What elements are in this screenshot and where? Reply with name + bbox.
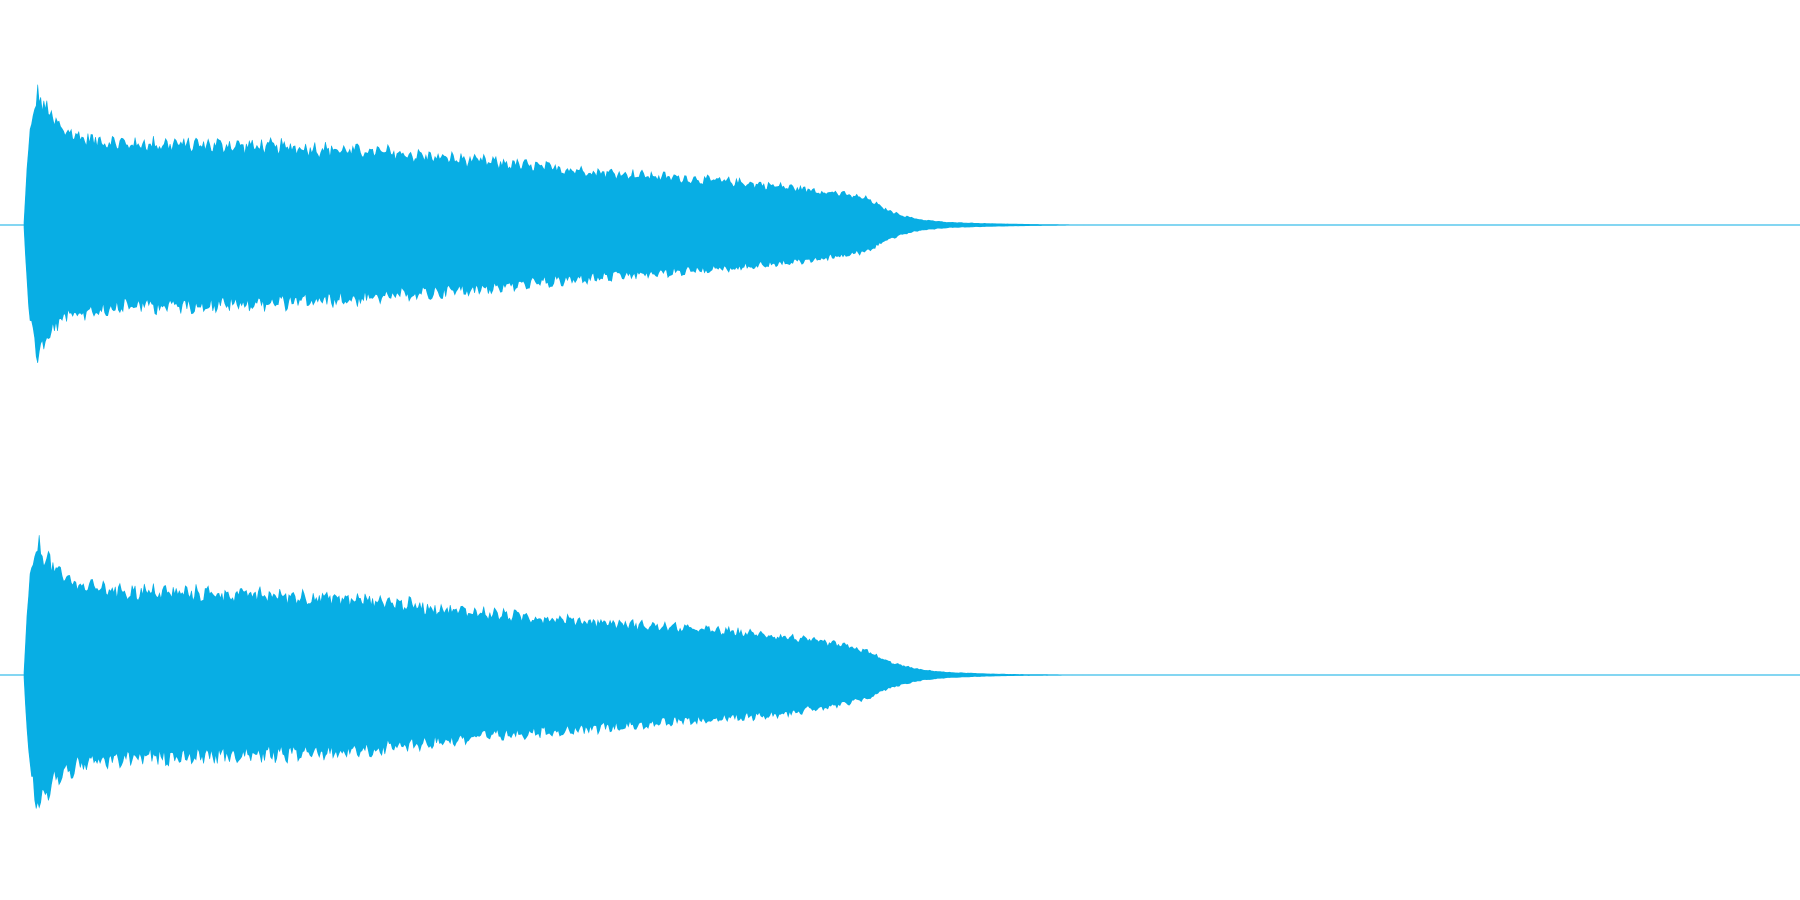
channels-layer <box>0 84 1800 809</box>
channel-1-waveform <box>23 84 1089 363</box>
channel-2 <box>0 535 1800 809</box>
channel-1 <box>0 84 1800 363</box>
channel-2-waveform <box>23 535 1089 809</box>
